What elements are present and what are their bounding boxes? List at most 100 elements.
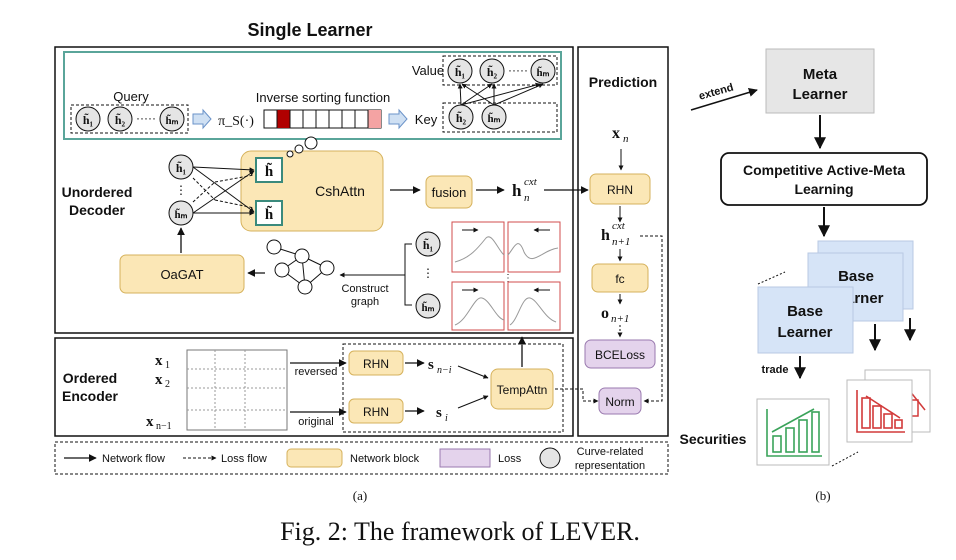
- legend-curve-swatch: [539, 447, 561, 469]
- legend-network-flow-label: Network flow: [102, 453, 165, 465]
- sorting-permutation-bar: [263, 109, 382, 129]
- prediction-rhn-label: RHN: [607, 183, 633, 197]
- svg-text:h̃: h̃: [265, 162, 274, 180]
- curve-panel-top-left: [451, 221, 505, 273]
- pi-label: π_S(·): [218, 114, 254, 129]
- fusion-block: [425, 175, 473, 209]
- svg-text:x: x: [155, 353, 163, 369]
- svg-text:h̃₁: h̃₁: [176, 161, 187, 175]
- securities-label: Securities: [680, 431, 747, 447]
- legend-loss-label: Loss: [498, 453, 522, 465]
- base-learner-front: [757, 286, 854, 354]
- svg-text:h̃ₘ: h̃ₘ: [537, 66, 550, 79]
- bceloss-label: BCELoss: [595, 348, 645, 362]
- oagat-block: [119, 254, 245, 294]
- svg-text:h̃₂: h̃₂: [456, 111, 467, 125]
- ordered-encoder-frame: [54, 337, 574, 437]
- svg-text:h: h: [512, 181, 522, 200]
- tempattn-block: [490, 368, 554, 410]
- svg-text:h̃ₘ: h̃ₘ: [175, 208, 188, 221]
- ordered-encoder-label-2: Encoder: [62, 388, 119, 404]
- rising-chart-icon: [756, 398, 830, 466]
- xn-1-label: x n−1: [146, 414, 172, 432]
- s-n-i-to-tempattn: [457, 365, 489, 379]
- svg-text:cxt: cxt: [612, 220, 626, 232]
- key-value-links: [457, 82, 544, 106]
- svg-text:n−1: n−1: [156, 421, 172, 432]
- cshattn-label: CshAttn: [315, 183, 365, 199]
- svg-text:i: i: [445, 413, 448, 424]
- original-label: original: [298, 416, 333, 428]
- s-n-i-label: s n−i: [428, 357, 452, 376]
- extend-arrow: [690, 88, 758, 111]
- figure-caption: Fig. 2: The framework of LEVER.: [280, 517, 640, 546]
- curve-hm-node: h̃ₘ: [415, 293, 441, 319]
- pi-to-key-arrow: [388, 108, 408, 130]
- legend-curve-label: Curve-related: [577, 446, 644, 458]
- prediction-frame: [577, 46, 669, 437]
- value-hm-node: h̃ₘ: [530, 58, 556, 84]
- bracket-arrow: [339, 243, 412, 306]
- caml-block: [720, 152, 928, 206]
- decoder-to-cshattn-links: [192, 166, 255, 216]
- svg-text:n−i: n−i: [437, 365, 452, 376]
- prediction-title: Prediction: [589, 74, 657, 90]
- svg-text:⋮: ⋮: [503, 273, 513, 284]
- h-cxt-n-label: h cxt n: [512, 176, 538, 204]
- svg-text:x: x: [612, 125, 620, 142]
- value-h2-node: h̃₂: [479, 58, 505, 84]
- svg-text:h̃₂: h̃₂: [115, 113, 126, 127]
- legend-network-block-swatch: [286, 448, 343, 468]
- bceloss-block: [584, 339, 656, 369]
- norm-label: Norm: [605, 395, 634, 409]
- rhn-reversed-block: [348, 350, 404, 376]
- rhn-original-block: [348, 398, 404, 424]
- legend-curve-label-2: representation: [575, 460, 645, 472]
- reversed-label: reversed: [295, 366, 338, 378]
- svg-text:s: s: [436, 405, 442, 421]
- single-learner-title: Single Learner: [247, 20, 372, 40]
- unordered-decoder-label-2: Decoder: [69, 202, 126, 218]
- curve-panel-bottom-left: [451, 281, 505, 331]
- base-learner-back-label: Base: [838, 268, 874, 285]
- decoder-h1-node: h̃₁: [168, 154, 194, 180]
- svg-text:s: s: [428, 357, 434, 373]
- hnext-to-norm-loss: [640, 235, 663, 404]
- legend-frame: [54, 441, 669, 475]
- svg-text:⋮: ⋮: [422, 266, 434, 280]
- key-label: Key: [415, 112, 438, 127]
- oagat-label: OaGAT: [160, 267, 203, 282]
- trade-label: trade: [762, 364, 789, 376]
- query-hm-node: h̃ₘ: [159, 106, 185, 132]
- svg-text:h̃₁: h̃₁: [423, 238, 434, 252]
- svg-text:n+1: n+1: [612, 236, 630, 248]
- query-h1-node: h̃₁: [75, 106, 101, 132]
- securities-dots: [831, 451, 859, 467]
- thought-bubble-icon: [286, 136, 318, 158]
- query-h2-node: h̃₂: [107, 106, 133, 132]
- rhn-original-label: RHN: [363, 405, 389, 419]
- base-learner-front-label-2: Learner: [777, 324, 832, 341]
- svg-text:n+1: n+1: [611, 313, 629, 325]
- fusion-label: fusion: [432, 185, 467, 200]
- key-h2-node: h̃₂: [448, 104, 474, 130]
- svg-text:n: n: [623, 133, 629, 145]
- meta-learner-label: Meta: [803, 66, 838, 83]
- value-label: Value: [412, 63, 444, 78]
- decoder-hm-node: h̃ₘ: [168, 200, 194, 226]
- cshattn-h-top: h̃: [255, 157, 283, 183]
- svg-text:h̃₁: h̃₁: [83, 113, 94, 127]
- norm-block: [598, 387, 642, 415]
- svg-text:o: o: [601, 305, 609, 322]
- fc-block: [591, 263, 649, 293]
- extend-label: extend: [697, 81, 734, 102]
- input-sequence-grid: [186, 349, 288, 431]
- query-label: Query: [113, 89, 149, 104]
- construct-graph-label: Construct: [341, 283, 388, 295]
- x2-label: x 2: [155, 372, 170, 390]
- svg-text:·····: ·····: [508, 63, 528, 77]
- s-i-to-tempattn: [457, 395, 489, 409]
- unordered-decoder-label: Unordered: [62, 184, 133, 200]
- legend-loss-swatch: [439, 448, 491, 468]
